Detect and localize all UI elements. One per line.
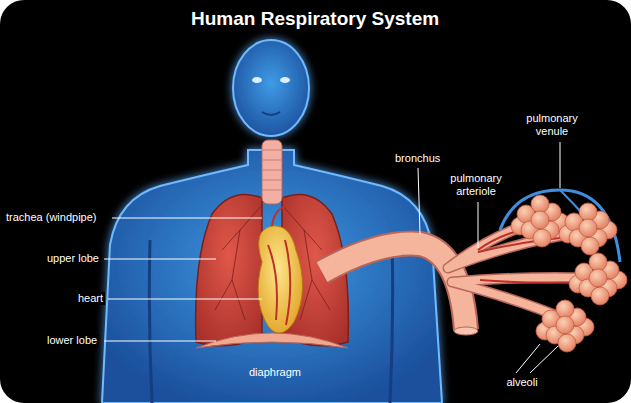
part-label: heart — [76, 292, 105, 305]
part-label: alveoli — [495, 376, 549, 389]
part-label: upper lobe — [45, 252, 101, 265]
part-label: bronchus — [393, 152, 442, 165]
part-label: diaphragm — [238, 366, 312, 379]
diagram-title: Human Respiratory System — [191, 8, 439, 30]
part-label: lower lobe — [45, 334, 99, 347]
part-label: pulmonary venule — [517, 112, 587, 138]
part-label: trachea (windpipe) — [4, 211, 99, 224]
part-label: pulmonary arteriole — [441, 172, 511, 198]
